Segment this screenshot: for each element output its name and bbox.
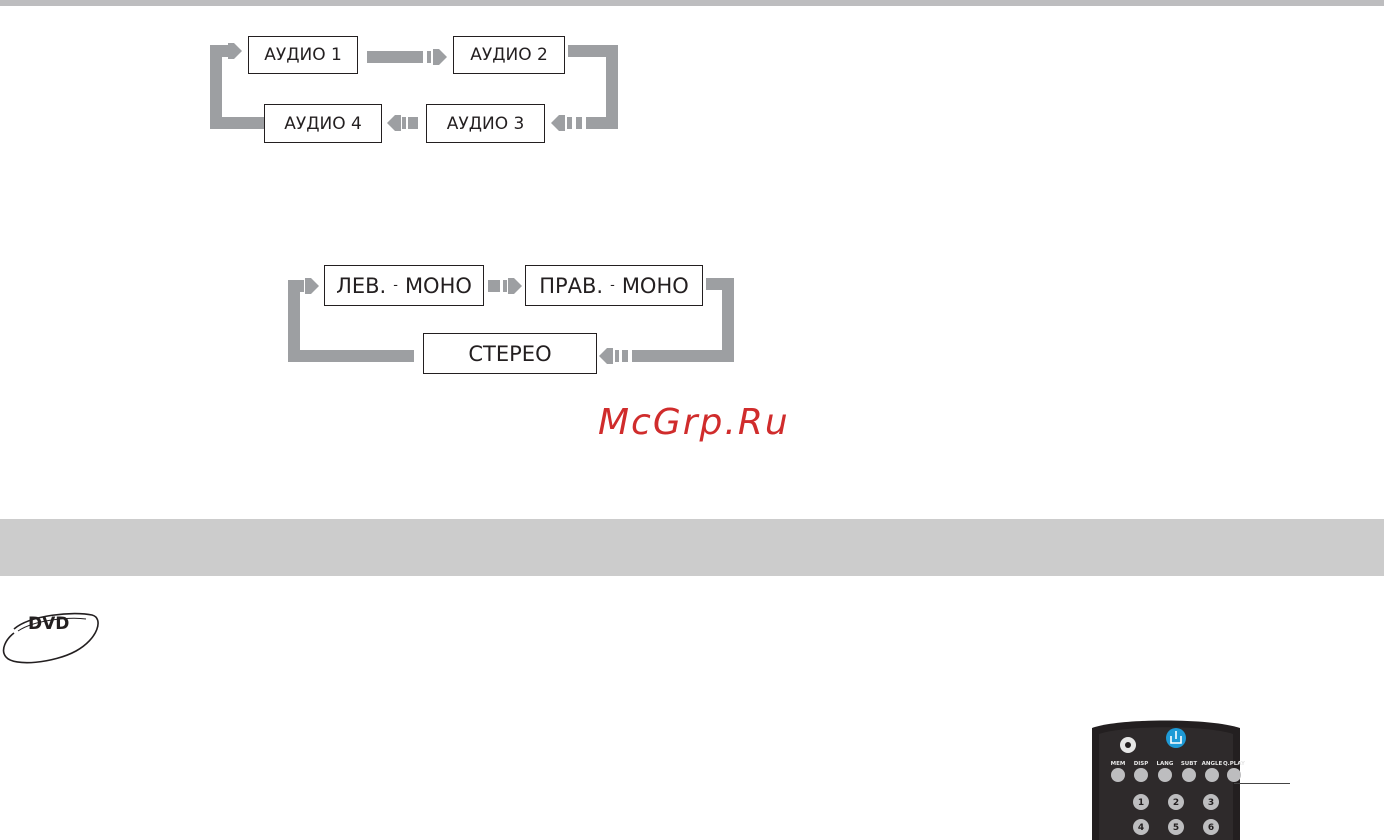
subt-button[interactable] <box>1182 768 1196 782</box>
left-mono-label: ЛЕВ. <box>336 274 386 298</box>
flow-arrow-right-icon <box>305 278 319 294</box>
flow-line <box>488 280 500 292</box>
flow-line <box>210 117 264 129</box>
right-mono-separator: - <box>610 278 615 293</box>
flow-line <box>288 350 414 362</box>
audio-2-label: АУДИО 2 <box>470 45 548 65</box>
right-mono-box: ПРАВ.-МОНО <box>525 265 703 306</box>
number-4-label: 4 <box>1138 823 1144 833</box>
remote-control: MEM DISP LANG SUBT ANGLE Q.PLAY 1 2 3 4 … <box>1090 716 1250 840</box>
angle-button[interactable] <box>1205 768 1219 782</box>
left-mono-suffix: МОНО <box>405 274 472 298</box>
qplay-button[interactable] <box>1227 768 1241 782</box>
audio-3-box: АУДИО 3 <box>426 104 545 143</box>
lang-label: LANG <box>1157 761 1174 767</box>
mem-label: MEM <box>1111 761 1126 767</box>
audio-4-label: АУДИО 4 <box>284 114 362 134</box>
dvd-logo: DVD <box>0 605 104 667</box>
right-mono-label: ПРАВ. <box>539 274 603 298</box>
audio-1-box: АУДИО 1 <box>248 36 358 74</box>
mem-button[interactable] <box>1111 768 1125 782</box>
audio-4-box: АУДИО 4 <box>264 104 382 143</box>
flow-line <box>408 117 418 129</box>
qplay-label: Q.PLAY <box>1223 761 1246 767</box>
flow-line <box>367 51 423 63</box>
subt-label: SUBT <box>1181 761 1198 767</box>
number-5-label: 5 <box>1173 823 1179 833</box>
number-6-label: 6 <box>1208 823 1214 833</box>
flow-arrow-right-icon <box>508 278 522 294</box>
flow-line <box>427 51 431 63</box>
flow-line <box>576 117 582 129</box>
section-header-band <box>0 519 1384 576</box>
flow-arrow-right-icon <box>433 49 447 65</box>
stereo-label: СТЕРЕО <box>468 342 551 366</box>
audio-3-label: АУДИО 3 <box>447 114 525 134</box>
flow-arrow-left-icon <box>551 115 565 131</box>
flow-arrow-right-icon <box>228 43 242 59</box>
disp-button[interactable] <box>1134 768 1148 782</box>
number-3-label: 3 <box>1208 798 1214 808</box>
flow-line <box>503 280 507 292</box>
watermark: McGrp.Ru <box>598 402 790 443</box>
flow-line <box>586 117 618 129</box>
flow-line <box>615 350 619 362</box>
flow-line <box>622 350 628 362</box>
left-mono-separator: - <box>393 278 398 293</box>
number-1-label: 1 <box>1138 798 1144 808</box>
audio-2-box: АУДИО 2 <box>453 36 565 74</box>
flow-line <box>632 350 734 362</box>
right-mono-suffix: МОНО <box>622 274 689 298</box>
flow-arrow-left-icon <box>387 115 401 131</box>
callout-line <box>1234 783 1290 784</box>
disp-label: DISP <box>1134 761 1149 767</box>
lang-button[interactable] <box>1158 768 1172 782</box>
flow-line <box>567 117 572 129</box>
left-mono-box: ЛЕВ.-МОНО <box>324 265 484 306</box>
dvd-logo-text: DVD <box>28 614 69 634</box>
stereo-box: СТЕРЕО <box>423 333 597 374</box>
number-2-label: 2 <box>1173 798 1179 808</box>
angle-label: ANGLE <box>1202 761 1223 767</box>
audio-1-label: АУДИО 1 <box>264 45 342 65</box>
flow-arrow-left-icon <box>599 348 613 364</box>
flow-line <box>402 117 406 129</box>
top-rule <box>0 0 1384 6</box>
